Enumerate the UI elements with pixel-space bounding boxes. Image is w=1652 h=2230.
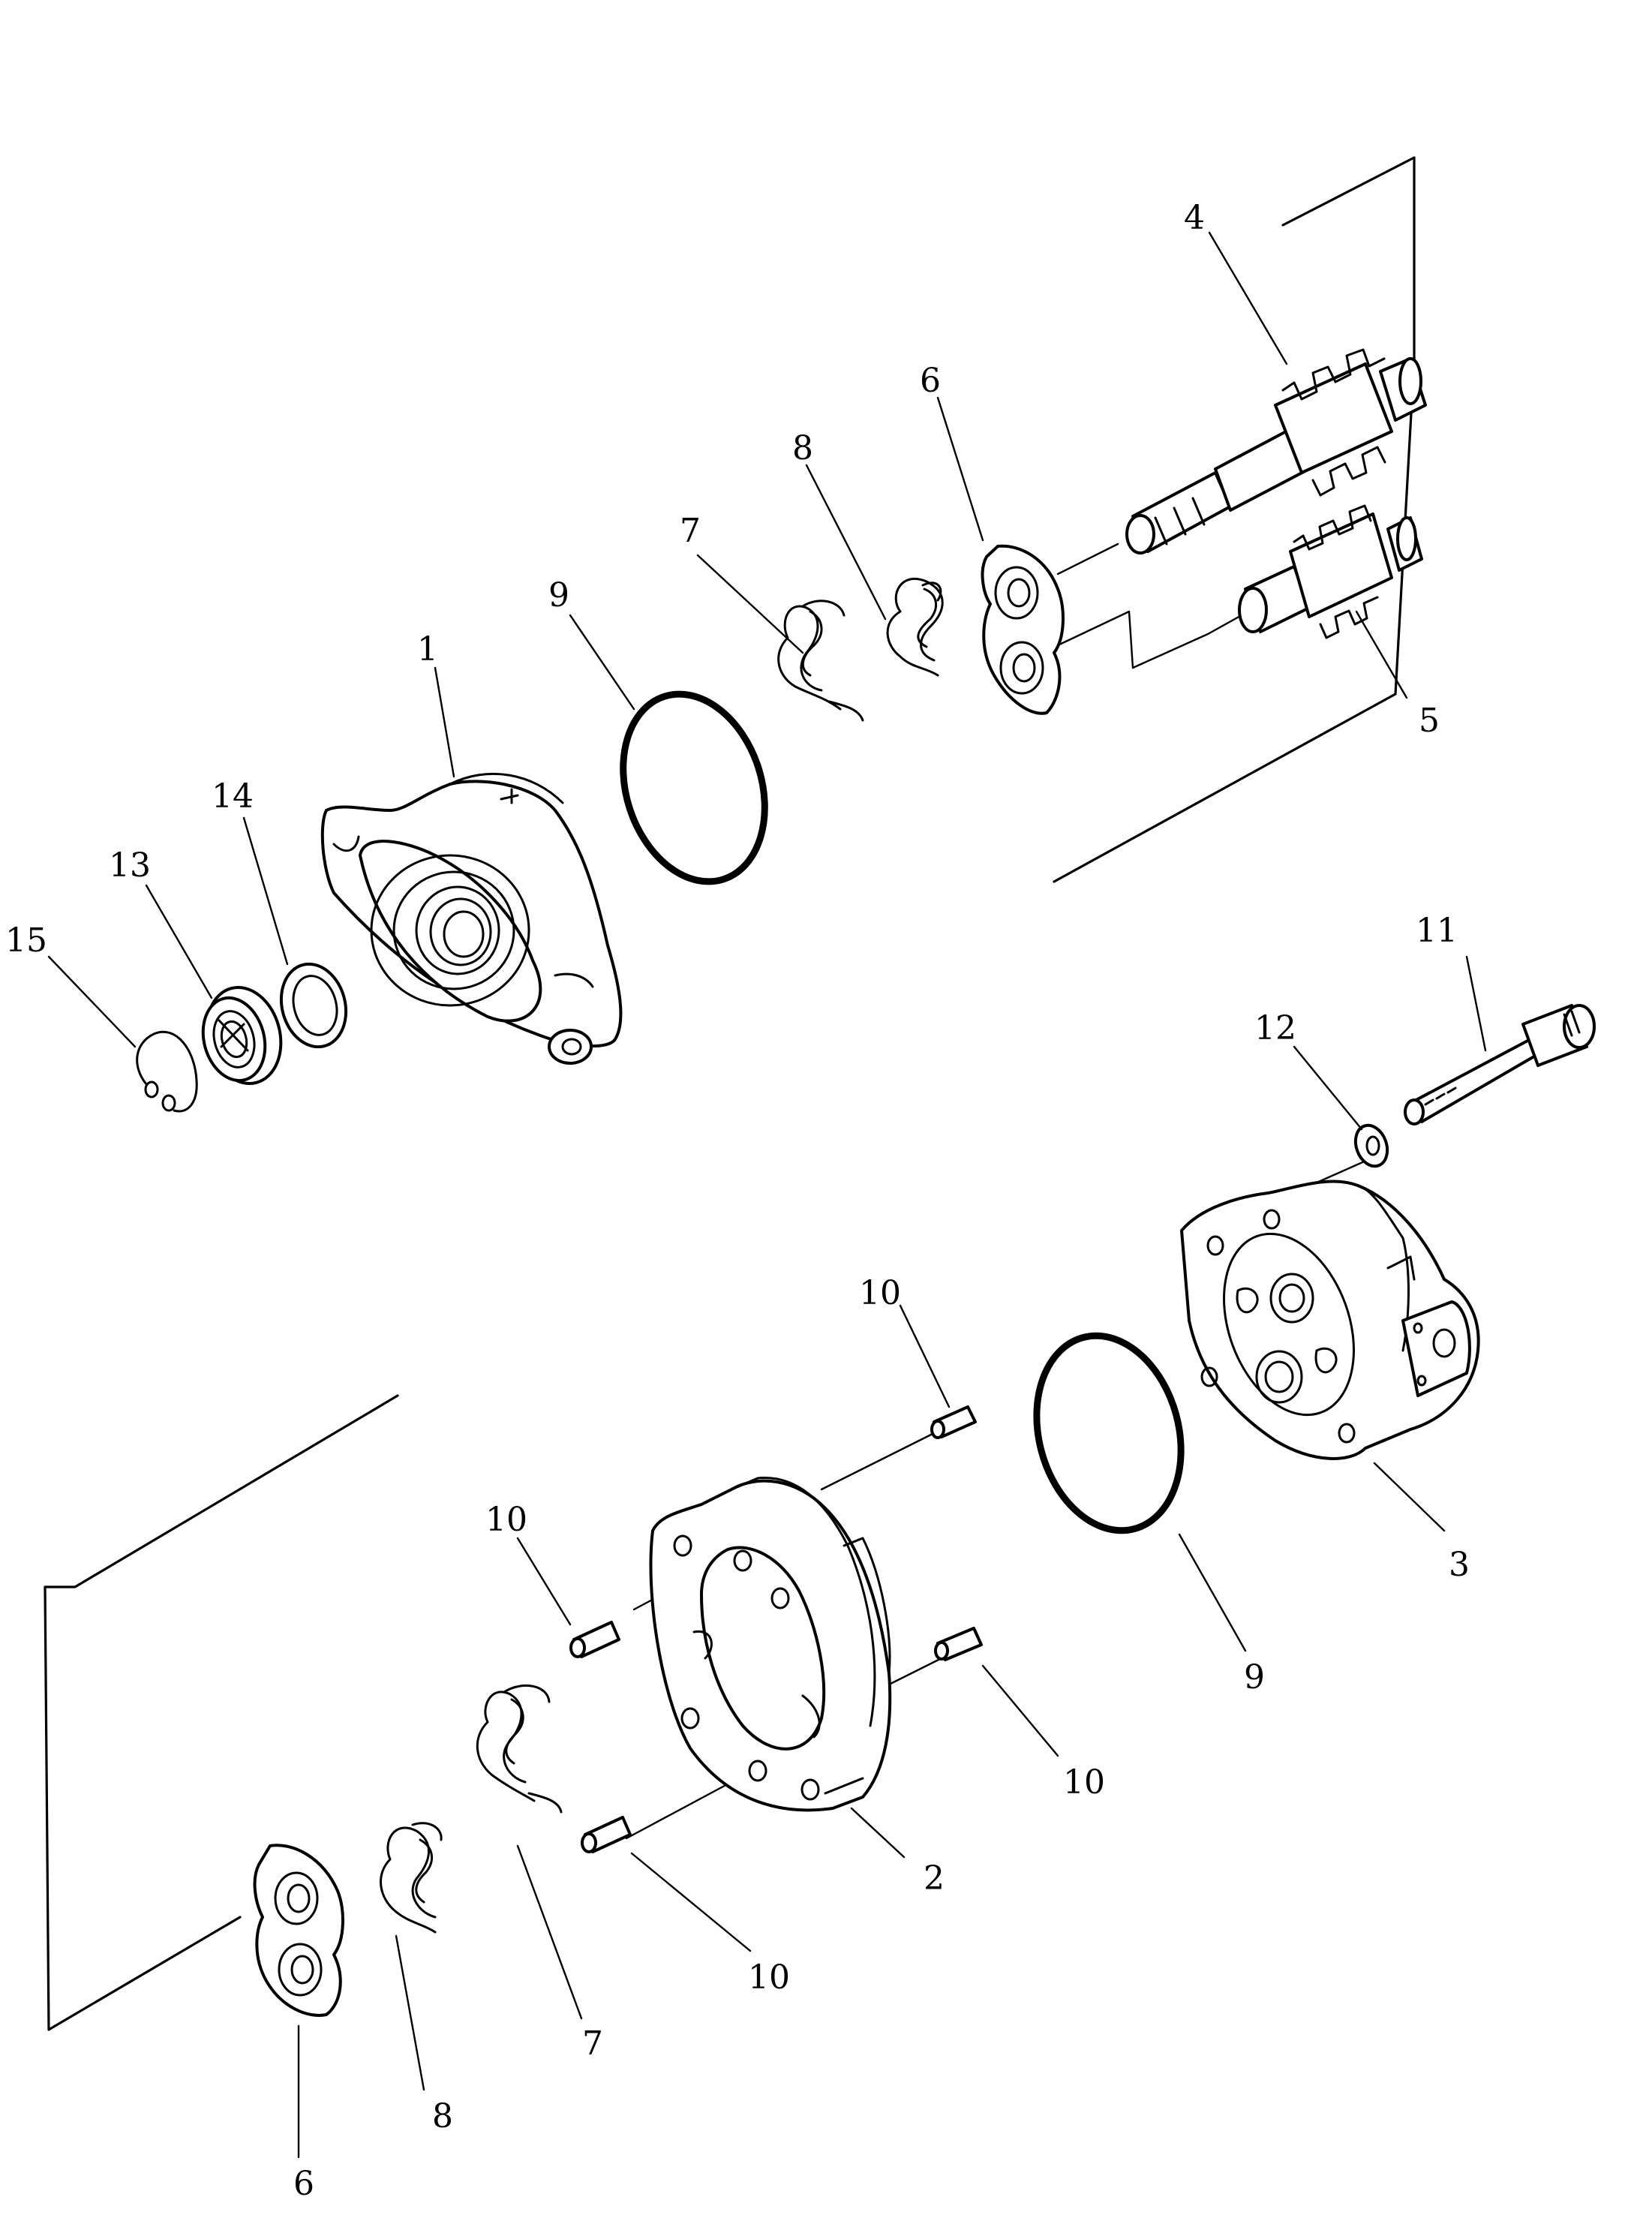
- callout-8-lower: 8: [432, 2097, 453, 2135]
- callout-6-upper: 6: [920, 362, 941, 400]
- assembly-bracket-upper: [1053, 156, 1416, 883]
- backup-spring-lower: [380, 1822, 443, 1934]
- callout-12: 12: [1254, 1009, 1296, 1047]
- dowel-pin-d: [581, 1816, 632, 1853]
- seal-upper: [777, 600, 864, 722]
- callout-10-a: 10: [859, 1274, 901, 1312]
- callout-9-lower: 9: [1244, 1658, 1265, 1697]
- wear-plate-lower: [253, 1844, 344, 2017]
- dowel-pin-b: [569, 1621, 620, 1658]
- callout-labels: 4 6 8 7 9 1 14 13 15 5 11 12 3 10 10 10 …: [5, 199, 1470, 2203]
- wear-plate-upper: [981, 544, 1065, 715]
- washer: [279, 962, 348, 1049]
- o-ring-upper: [620, 690, 768, 885]
- leader-lines: [47, 231, 1487, 2159]
- callout-5: 5: [1419, 702, 1440, 740]
- dowel-pin-c: [934, 1627, 983, 1661]
- bolt: [1404, 1004, 1596, 1126]
- seal-lower: [476, 1684, 563, 1814]
- bearing: [201, 985, 283, 1086]
- front-cover-housing: [320, 772, 623, 1065]
- backup-spring-upper: [886, 577, 944, 677]
- callout-8-upper: 8: [792, 429, 813, 467]
- callout-11: 11: [1416, 912, 1458, 950]
- callout-9-upper: 9: [548, 576, 569, 615]
- callout-4: 4: [1184, 199, 1205, 237]
- callout-6-lower: 6: [293, 2165, 314, 2203]
- callout-14: 14: [212, 777, 254, 816]
- callout-7-upper: 7: [680, 512, 701, 550]
- callout-13: 13: [109, 846, 151, 885]
- bolt-washer: [1353, 1123, 1389, 1168]
- snap-ring: [136, 1030, 198, 1113]
- gear-housing-body: [649, 1477, 892, 1812]
- rear-cover: [1180, 1180, 1480, 1460]
- assembly-bracket-lower: [44, 1394, 399, 2031]
- alignment-lines: [625, 542, 1371, 1840]
- callout-10-b: 10: [485, 1501, 527, 1539]
- callout-15: 15: [5, 921, 47, 960]
- callout-10-d: 10: [748, 1958, 790, 1997]
- callout-10-c: 10: [1063, 1763, 1105, 1802]
- callout-7-lower: 7: [582, 2024, 603, 2063]
- callout-2: 2: [924, 1859, 945, 1898]
- dowel-pin-a: [930, 1405, 977, 1439]
- callout-3: 3: [1449, 1546, 1470, 1584]
- driven-gear: [1238, 504, 1423, 639]
- callout-1: 1: [417, 630, 438, 669]
- drive-gear-shaft: [1125, 348, 1427, 554]
- o-ring-lower: [1033, 1332, 1185, 1534]
